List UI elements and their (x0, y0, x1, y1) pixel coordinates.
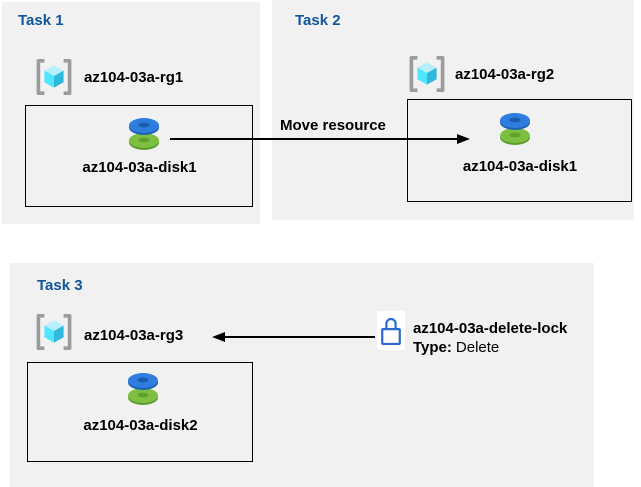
lock-body (381, 327, 401, 345)
task1-rg-label: az104-03a-rg1 (84, 69, 184, 86)
disk-blue-hole (138, 122, 150, 128)
task1-heading: Task 1 (18, 12, 64, 29)
cube-top-face (44, 320, 64, 331)
bracket-left (409, 56, 418, 92)
task3-panel (10, 263, 594, 487)
disk-green-hole (138, 137, 150, 143)
lock-type-label: Type:Delete (413, 339, 499, 357)
task2-heading: Task 2 (295, 12, 341, 29)
cube-top-face (417, 62, 437, 73)
resource-group-icon (36, 314, 72, 350)
task3-heading: Task 3 (37, 277, 83, 294)
lock-shackle (385, 317, 397, 330)
cube-right-face (54, 325, 64, 343)
cube-right-face (427, 67, 437, 85)
bracket-right (63, 314, 72, 350)
disk-green-hole (137, 392, 149, 398)
lock-name-label: az104-03a-delete-lock (413, 320, 568, 337)
bracket-right (436, 56, 445, 92)
move-arrow-line (170, 138, 458, 140)
task1-resource-box (25, 105, 253, 207)
lock-type-key: Type: (413, 339, 452, 356)
disk-blue-hole (137, 377, 149, 383)
task2-resource-box (407, 99, 632, 202)
cube-left-face (44, 325, 54, 343)
move-resource-label: Move resource (280, 117, 386, 134)
task1-panel (2, 2, 260, 224)
lock-arrow-line (224, 336, 375, 338)
bracket-right (63, 59, 72, 95)
cube-right-face (54, 70, 64, 88)
bracket-left (36, 314, 45, 350)
move-arrow-head (457, 134, 470, 144)
disk-icon (128, 373, 158, 405)
lock-icon (381, 317, 401, 345)
lock-arrow-head (212, 332, 225, 342)
resource-group-icon (36, 59, 72, 95)
task3-resource-box (27, 362, 253, 462)
lock-icon-background (377, 311, 405, 350)
task2-rg-label: az104-03a-rg2 (455, 66, 555, 83)
lock-type-value: Delete (455, 339, 500, 356)
task2-disk-label: az104-03a-disk1 (462, 158, 578, 175)
task3-rg-label: az104-03a-rg3 (84, 327, 184, 344)
task3-disk-label: az104-03a-disk2 (83, 417, 198, 434)
disk-icon (129, 118, 159, 150)
disk-green-hole (509, 132, 521, 138)
task2-panel (272, 0, 634, 220)
cube-left-face (417, 67, 427, 85)
resource-group-icon (409, 56, 445, 92)
bracket-left (36, 59, 45, 95)
disk-blue-hole (509, 117, 521, 123)
task1-disk-label: az104-03a-disk1 (82, 159, 197, 176)
disk-icon (500, 113, 530, 145)
cube-left-face (44, 70, 54, 88)
